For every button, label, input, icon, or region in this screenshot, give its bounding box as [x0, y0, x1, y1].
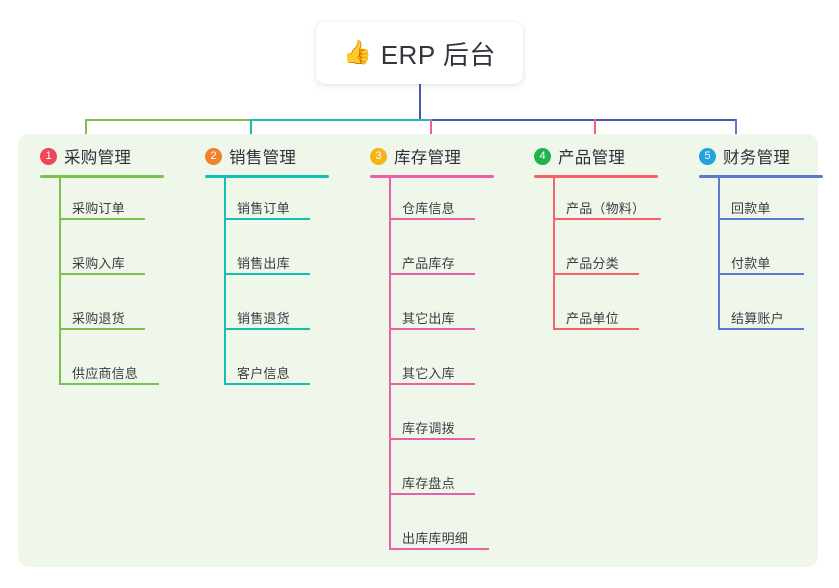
leaf-rule [224, 218, 310, 220]
leaf-rule [59, 218, 145, 220]
root-title: ERP 后台 [380, 39, 496, 70]
leaf-item[interactable]: 供应商信息 [72, 366, 139, 381]
branch-badge-3: 3 [370, 147, 387, 165]
branch-header-2[interactable]: 2 销售管理 [205, 144, 296, 168]
branch-title-1: 采购管理 [64, 149, 132, 167]
leaf-item[interactable]: 产品单位 [566, 311, 619, 326]
leaf-rule [389, 273, 475, 275]
branch-rail-4 [553, 176, 555, 328]
leaf-rule [553, 328, 639, 330]
leaf-item[interactable]: 客户信息 [237, 366, 290, 381]
leaf-rule [389, 218, 475, 220]
leaf-rule [59, 383, 159, 385]
branch-badge-5: 5 [699, 147, 716, 165]
branch-rail-3 [389, 176, 391, 548]
leaf-item[interactable]: 产品分类 [566, 256, 619, 271]
branch-rail-1 [59, 176, 61, 383]
branch-column-1: 1 采购管理采购订单采购入库采购退货供应商信息 [18, 134, 183, 567]
leaf-rule [718, 273, 804, 275]
leaf-rule [224, 273, 310, 275]
leaf-rule [389, 493, 475, 495]
branch-rail-5 [718, 176, 720, 328]
root-node[interactable]: 👍 ERP 后台 [316, 22, 523, 84]
leaf-item[interactable]: 回款单 [731, 201, 771, 216]
leaf-rule [718, 218, 804, 220]
horizontal-bus-bus-indigo [430, 119, 736, 122]
leaf-item[interactable]: 销售订单 [237, 201, 290, 216]
branch-badge-4: 4 [534, 147, 551, 165]
leaf-rule [553, 273, 639, 275]
leaf-rule [718, 328, 804, 330]
branch-header-4[interactable]: 4 产品管理 [534, 144, 625, 168]
branch-header-rule-2 [205, 175, 329, 178]
leaf-item[interactable]: 其它出库 [402, 311, 455, 326]
branch-title-4: 产品管理 [558, 149, 626, 167]
leaf-rule [389, 328, 475, 330]
branch-badge-1: 1 [40, 147, 57, 165]
branch-rail-2 [224, 176, 226, 383]
horizontal-bus-bus-green [85, 119, 251, 122]
branch-header-rule-4 [534, 175, 658, 178]
leaf-rule [389, 548, 489, 550]
leaf-item[interactable]: 结算账户 [731, 311, 784, 326]
leaf-rule [59, 273, 145, 275]
leaf-rule [224, 383, 310, 385]
leaf-item[interactable]: 采购订单 [72, 201, 125, 216]
leaf-item[interactable]: 库存盘点 [402, 476, 455, 491]
leaf-rule [389, 383, 475, 385]
branch-title-3: 库存管理 [394, 149, 462, 167]
branch-header-1[interactable]: 1 采购管理 [40, 144, 131, 168]
branch-title-5: 财务管理 [723, 149, 791, 167]
root-stem-connector [419, 84, 422, 119]
branch-column-2: 2 销售管理销售订单销售出库销售退货客户信息 [183, 134, 348, 567]
leaf-item[interactable]: 出库库明细 [402, 531, 469, 546]
leaf-rule [224, 328, 310, 330]
horizontal-bus-bus-teal [251, 119, 430, 122]
branch-column-4: 4 产品管理产品（物料） 产品分类产品单位 [512, 134, 677, 567]
leaf-item[interactable]: 销售退货 [237, 311, 290, 326]
branch-header-rule-1 [40, 175, 164, 178]
branch-badge-2: 2 [205, 147, 222, 165]
leaf-item[interactable]: 销售出库 [237, 256, 290, 271]
leaf-rule [553, 218, 661, 220]
leaf-item[interactable]: 产品（物料） [566, 201, 646, 216]
leaf-item[interactable]: 库存调拨 [402, 421, 455, 436]
leaf-rule [59, 328, 145, 330]
branch-header-rule-3 [370, 175, 494, 178]
leaf-item[interactable]: 其它入库 [402, 366, 455, 381]
branch-header-3[interactable]: 3 库存管理 [370, 144, 461, 168]
branch-title-2: 销售管理 [229, 149, 297, 167]
branch-column-3: 3 库存管理仓库信息产品库存其它出库其它入库库存调拨库存盘点出库库明细 [348, 134, 513, 567]
leaf-item[interactable]: 采购退货 [72, 311, 125, 326]
branch-header-5[interactable]: 5 财务管理 [699, 144, 790, 168]
branches-panel: 1 采购管理采购订单采购入库采购退货供应商信息 2 销售管理销售订单销售出库销售退货客… [18, 134, 823, 567]
leaf-item[interactable]: 仓库信息 [402, 201, 455, 216]
thumbs-up-emoji: 👍 [343, 38, 372, 65]
branch-column-5: 5 财务管理回款单付款单结算账户 [677, 134, 839, 567]
leaf-item[interactable]: 付款单 [731, 256, 771, 271]
branch-header-rule-5 [699, 175, 823, 178]
leaf-item[interactable]: 采购入库 [72, 256, 125, 271]
leaf-rule [389, 438, 475, 440]
leaf-item[interactable]: 产品库存 [402, 256, 455, 271]
